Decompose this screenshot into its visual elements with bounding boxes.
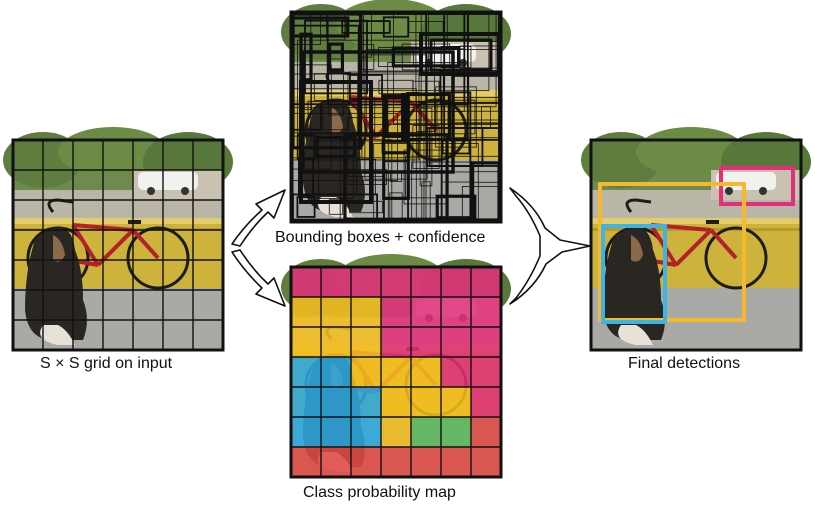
class-cell	[471, 327, 501, 357]
class-cell	[411, 387, 441, 417]
arrow-down-left	[231, 249, 286, 307]
class-cell	[471, 267, 501, 297]
candidate-box	[328, 199, 344, 215]
class-cell	[351, 267, 381, 297]
class-cell	[471, 297, 501, 327]
class-probability-cells	[291, 267, 501, 477]
candidate-box	[440, 45, 472, 69]
candidate-box	[429, 38, 493, 72]
input-caption: S × S grid on input	[40, 355, 173, 372]
class-cell	[351, 447, 381, 477]
arrow-merge-right	[509, 187, 591, 305]
class-cell	[471, 387, 501, 417]
candidate-box	[326, 18, 346, 36]
candidate-box	[382, 94, 410, 200]
class-cell	[411, 297, 441, 327]
class-cell	[381, 267, 411, 297]
class-cell	[291, 387, 321, 417]
class-cell	[321, 267, 351, 297]
classmap-panel	[279, 252, 513, 479]
candidate-box	[318, 155, 354, 199]
class-cell	[321, 387, 351, 417]
classmap-caption: Class probability map	[303, 484, 456, 501]
candidate-box	[419, 32, 501, 76]
class-cell	[321, 357, 351, 387]
input-grid	[13, 140, 223, 350]
class-cell	[321, 297, 351, 327]
class-cell	[351, 387, 381, 417]
final-panel	[579, 125, 813, 352]
candidate-boxes	[291, 12, 501, 222]
class-cell	[471, 357, 501, 387]
class-cell	[441, 417, 471, 447]
candidate-box	[299, 80, 373, 204]
detection-box-bicycle	[598, 182, 746, 322]
class-cell	[411, 267, 441, 297]
class-cell	[321, 327, 351, 357]
final-caption: Final detections	[628, 355, 741, 372]
split-arrows	[231, 187, 591, 307]
class-cell	[411, 327, 441, 357]
candidate-box	[436, 99, 476, 135]
class-cell	[291, 297, 321, 327]
class-cell	[441, 327, 471, 357]
candidate-box	[328, 58, 344, 116]
class-cell	[441, 297, 471, 327]
class-cell	[381, 387, 411, 417]
class-cell	[381, 417, 411, 447]
class-cell	[321, 417, 351, 447]
class-cell	[441, 447, 471, 477]
class-cell	[381, 357, 411, 387]
candidate-box	[382, 16, 410, 38]
class-cell	[471, 417, 501, 447]
candidate-box	[327, 42, 345, 72]
class-cell	[321, 447, 351, 477]
class-cell	[381, 327, 411, 357]
boxes-panel	[279, 0, 513, 224]
class-cell	[441, 387, 471, 417]
class-cell	[471, 447, 501, 477]
classmap-grid	[291, 267, 501, 477]
arrow-up-left	[231, 189, 286, 247]
class-cell	[291, 447, 321, 477]
candidate-box	[435, 194, 477, 220]
candidate-box	[471, 161, 501, 222]
class-cell	[441, 267, 471, 297]
class-cell	[291, 357, 321, 387]
class-cell	[441, 357, 471, 387]
candidate-box	[296, 196, 316, 218]
class-cell	[291, 417, 321, 447]
candidate-box	[364, 54, 428, 180]
input-panel	[1, 125, 235, 352]
class-cell	[411, 357, 441, 387]
class-cell	[411, 447, 441, 477]
class-cell	[381, 447, 411, 477]
class-cell	[291, 267, 321, 297]
class-cell	[381, 297, 411, 327]
candidate-box	[301, 50, 455, 174]
candidate-box	[313, 73, 359, 101]
candidate-box	[447, 110, 500, 124]
class-cell	[351, 327, 381, 357]
class-cell	[351, 417, 381, 447]
class-cell	[351, 357, 381, 387]
candidate-box	[304, 19, 368, 95]
detection-box-dog	[601, 224, 667, 324]
candidate-box	[435, 86, 477, 148]
class-cell	[291, 327, 321, 357]
candidate-box	[339, 139, 393, 221]
class-cell	[351, 297, 381, 327]
class-cell	[411, 417, 441, 447]
boxes-caption: Bounding boxes + confidence	[275, 229, 486, 246]
